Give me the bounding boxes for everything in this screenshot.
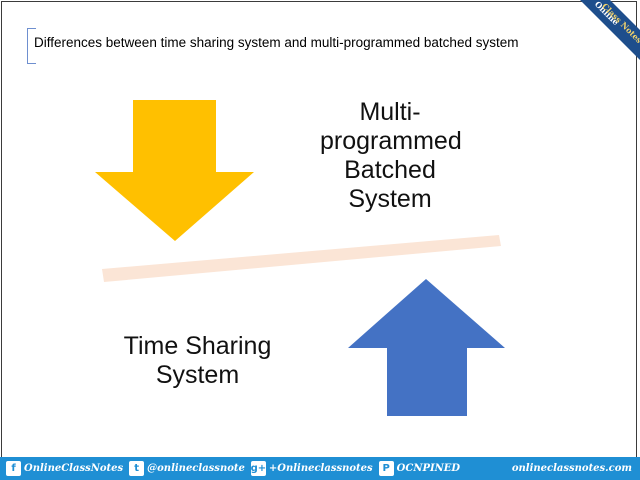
multi-label-line2: programmed [320, 127, 462, 155]
multi-label-line4: System [348, 185, 432, 213]
title-bracket [27, 28, 36, 64]
balance-bar [102, 235, 501, 282]
footer-facebook[interactable]: f OnlineClassNotes [6, 461, 123, 476]
time-sharing-label: Time Sharing System [105, 332, 290, 390]
multi-label-line1: Multi- [359, 98, 421, 126]
time-label-line2: System [155, 361, 240, 389]
footer-twitter-text: @onlineclassnote [147, 463, 245, 474]
down-arrow [95, 100, 254, 241]
corner-logo: Online Class Notes [570, 0, 640, 70]
google-plus-icon: g+ [250, 461, 267, 476]
footer-bar: f OnlineClassNotes t @onlineclassnote g+… [0, 457, 640, 480]
footer-facebook-text: OnlineClassNotes [24, 463, 124, 474]
pinterest-icon: P [378, 461, 394, 476]
footer-pinterest[interactable]: P OCNPINED [378, 461, 461, 476]
time-label-line1: Time Sharing [123, 332, 272, 360]
twitter-icon: t [129, 461, 145, 476]
up-arrow [348, 279, 505, 416]
multi-label-line3: Batched [344, 156, 436, 184]
footer-twitter[interactable]: t @onlineclassnote [129, 461, 245, 476]
footer-pinterest-text: OCNPINED [396, 463, 461, 474]
corner-ribbon-shape [580, 0, 640, 60]
facebook-icon: f [6, 461, 21, 476]
multi-programmed-batched-label: Multi- programmed Batched System [320, 98, 462, 214]
footer-gplus-text: +Onlineclassnotes [268, 463, 373, 474]
footer-gplus[interactable]: g+ +Onlineclassnotes [251, 461, 373, 476]
slide-title: Differences between time sharing system … [34, 35, 519, 50]
footer-site-link[interactable]: onlineclassnotes.com [511, 463, 632, 474]
